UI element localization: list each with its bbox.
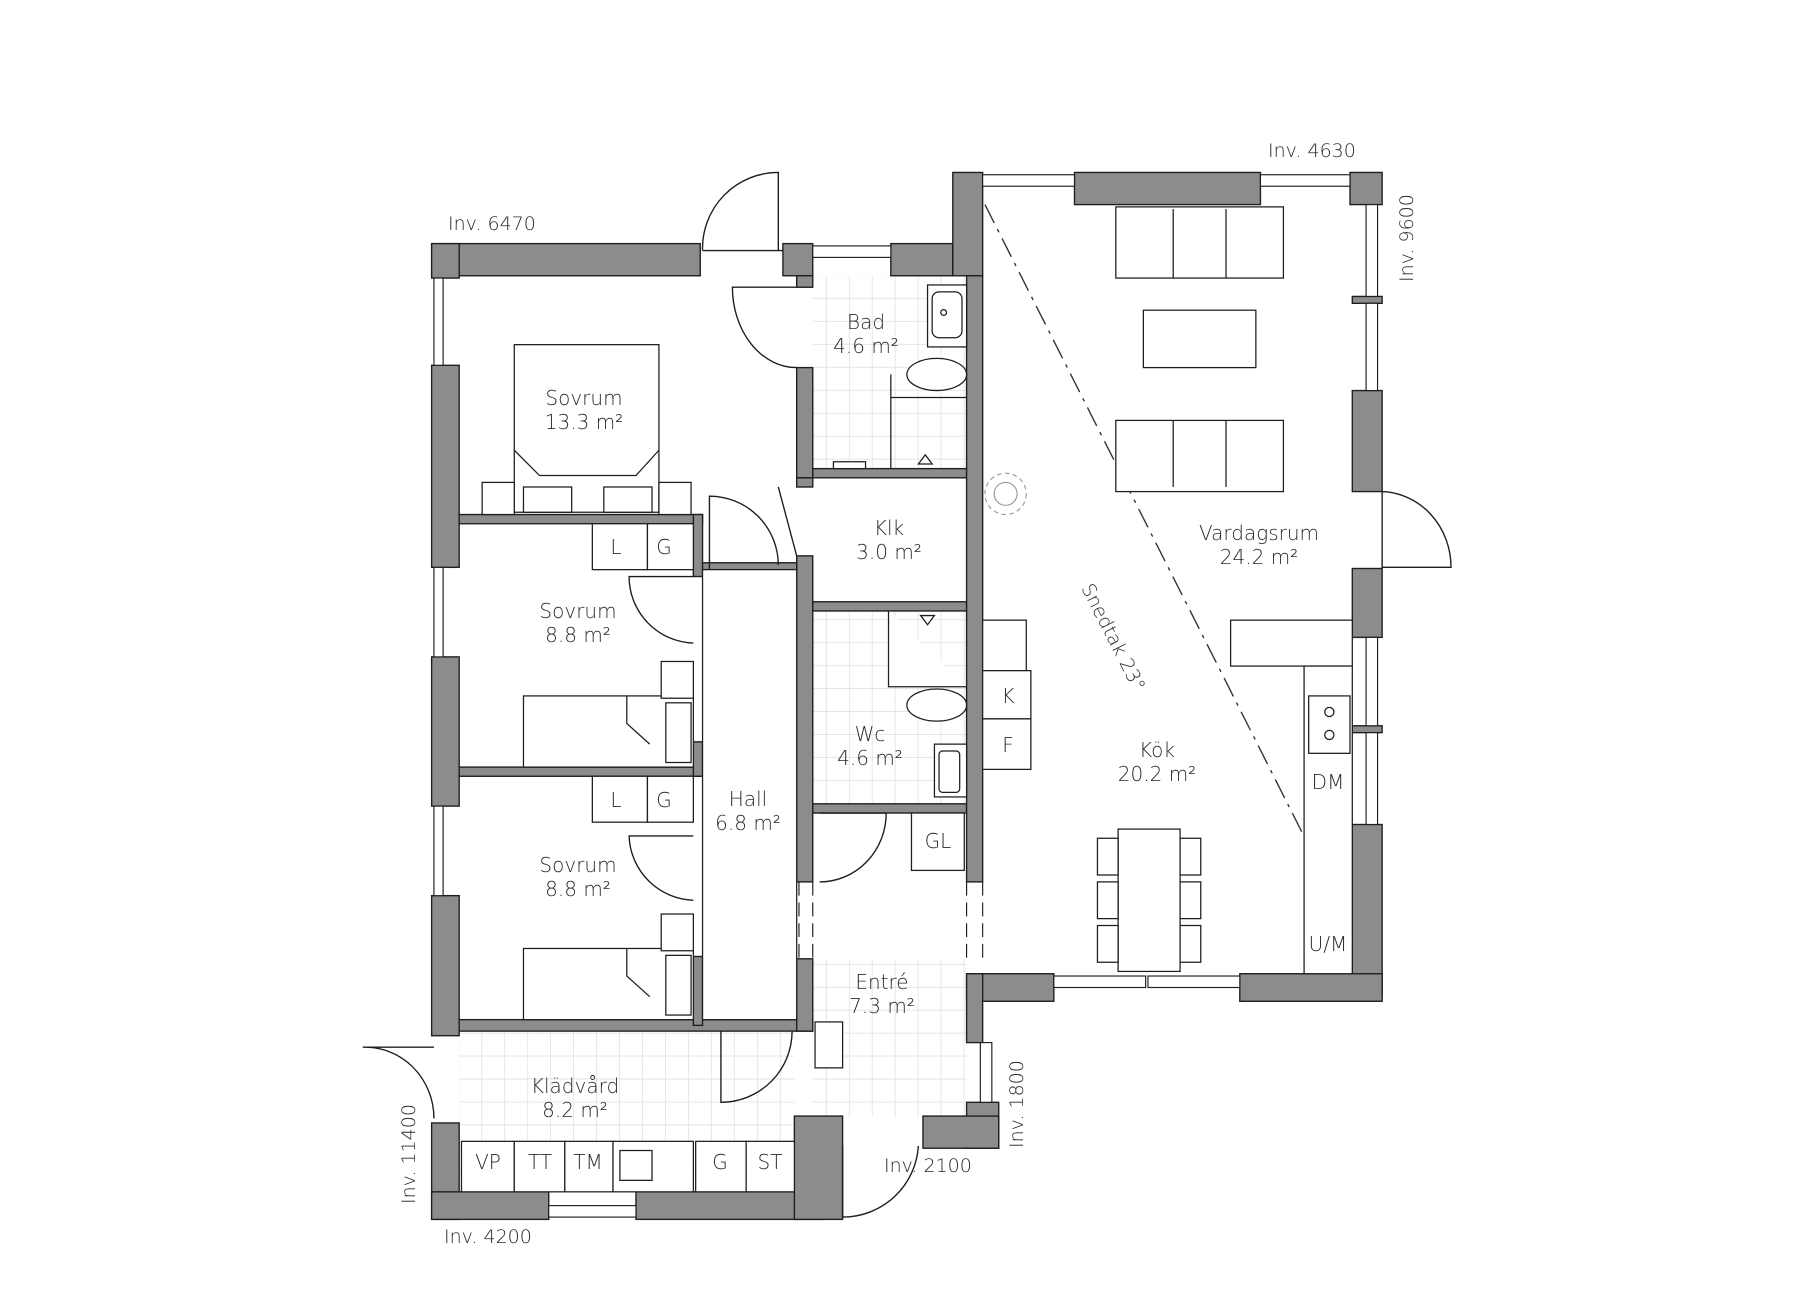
room-label-living-room: Vardagsrum 24.2 m²	[1199, 521, 1319, 569]
gl-label: GL	[924, 829, 952, 853]
dimension-top-right: Inv. 4630	[1268, 140, 1356, 162]
room-area: 3.0 m²	[856, 540, 922, 564]
room-name: Wc	[854, 722, 886, 746]
room-area: 24.2 m²	[1219, 545, 1299, 569]
room-name: Kök	[1139, 738, 1175, 762]
room-name: Bad	[846, 310, 886, 334]
openings	[798, 881, 984, 959]
laundry-label: TT	[527, 1150, 553, 1174]
walls	[430, 171, 1383, 1221]
laundry-label: ST	[757, 1150, 783, 1174]
room-label-hall: Hall 6.8 m²	[715, 787, 781, 835]
room-name: Sovrum	[539, 599, 617, 623]
room-area: 4.6 m²	[833, 334, 899, 358]
room-label-entrance: Entré 7.3 m²	[849, 970, 915, 1018]
laundry-label: G	[712, 1150, 728, 1174]
room-label-laundry: Klädvård 8.2 m²	[531, 1074, 619, 1122]
room-name: Sovrum	[545, 386, 623, 410]
dimension-top-left: Inv. 6470	[448, 213, 536, 235]
wardrobe-label: G	[656, 535, 672, 559]
laundry-label: TM	[573, 1150, 603, 1174]
room-name: Sovrum	[539, 853, 617, 877]
wardrobe-label: L	[610, 535, 622, 559]
dimension-left-bottom: Inv. 11400	[398, 1104, 420, 1204]
sloped-ceiling-line	[984, 204, 1328, 883]
laundry-label: VP	[475, 1150, 501, 1174]
room-label-closet: Klk 3.0 m²	[856, 516, 922, 564]
wardrobe-label: G	[656, 788, 672, 812]
room-label-master-bedroom: Sovrum 13.3 m²	[545, 386, 623, 434]
dimension-right-top: Inv. 9600	[1396, 194, 1418, 282]
room-name: Vardagsrum	[1198, 521, 1320, 545]
room-area: 20.2 m²	[1117, 762, 1197, 786]
oven-micro-label: U/M	[1308, 932, 1348, 956]
room-label-bedroom-3: Sovrum 8.8 m²	[539, 853, 616, 901]
room-label-bathroom: Bad 4.6 m²	[833, 310, 899, 358]
freezer-label: F	[1002, 733, 1014, 757]
room-label-wc: Wc 4.6 m²	[837, 722, 903, 770]
windows	[433, 174, 1379, 1218]
room-label-bedroom-2: Sovrum 8.8 m²	[539, 599, 616, 647]
furniture	[460, 206, 1353, 1193]
room-name: Hall	[728, 787, 768, 811]
dimension-entry-side: Inv. 1800	[1006, 1060, 1028, 1148]
room-name: Klk	[873, 516, 905, 540]
room-area: 4.6 m²	[837, 746, 903, 770]
room-area: 8.8 m²	[545, 877, 611, 901]
room-area: 13.3 m²	[544, 410, 624, 434]
room-area: 6.8 m²	[715, 811, 781, 835]
wardrobe-label: L	[610, 788, 622, 812]
room-name: Klädvård	[530, 1074, 620, 1098]
room-area: 8.2 m²	[542, 1098, 608, 1122]
dimension-bottom-left: Inv. 4200	[444, 1226, 532, 1248]
doors	[362, 171, 1452, 1218]
room-name: Entré	[855, 970, 909, 994]
stove-symbol	[984, 472, 1027, 516]
dimension-bottom-entry: Inv. 2100	[884, 1155, 972, 1177]
dishwasher-label: DM	[1311, 770, 1345, 794]
fridge-label: K	[1001, 684, 1015, 708]
room-area: 7.3 m²	[849, 994, 915, 1018]
room-area: 8.8 m²	[545, 623, 611, 647]
room-label-kitchen: Kök 20.2 m²	[1118, 738, 1196, 786]
